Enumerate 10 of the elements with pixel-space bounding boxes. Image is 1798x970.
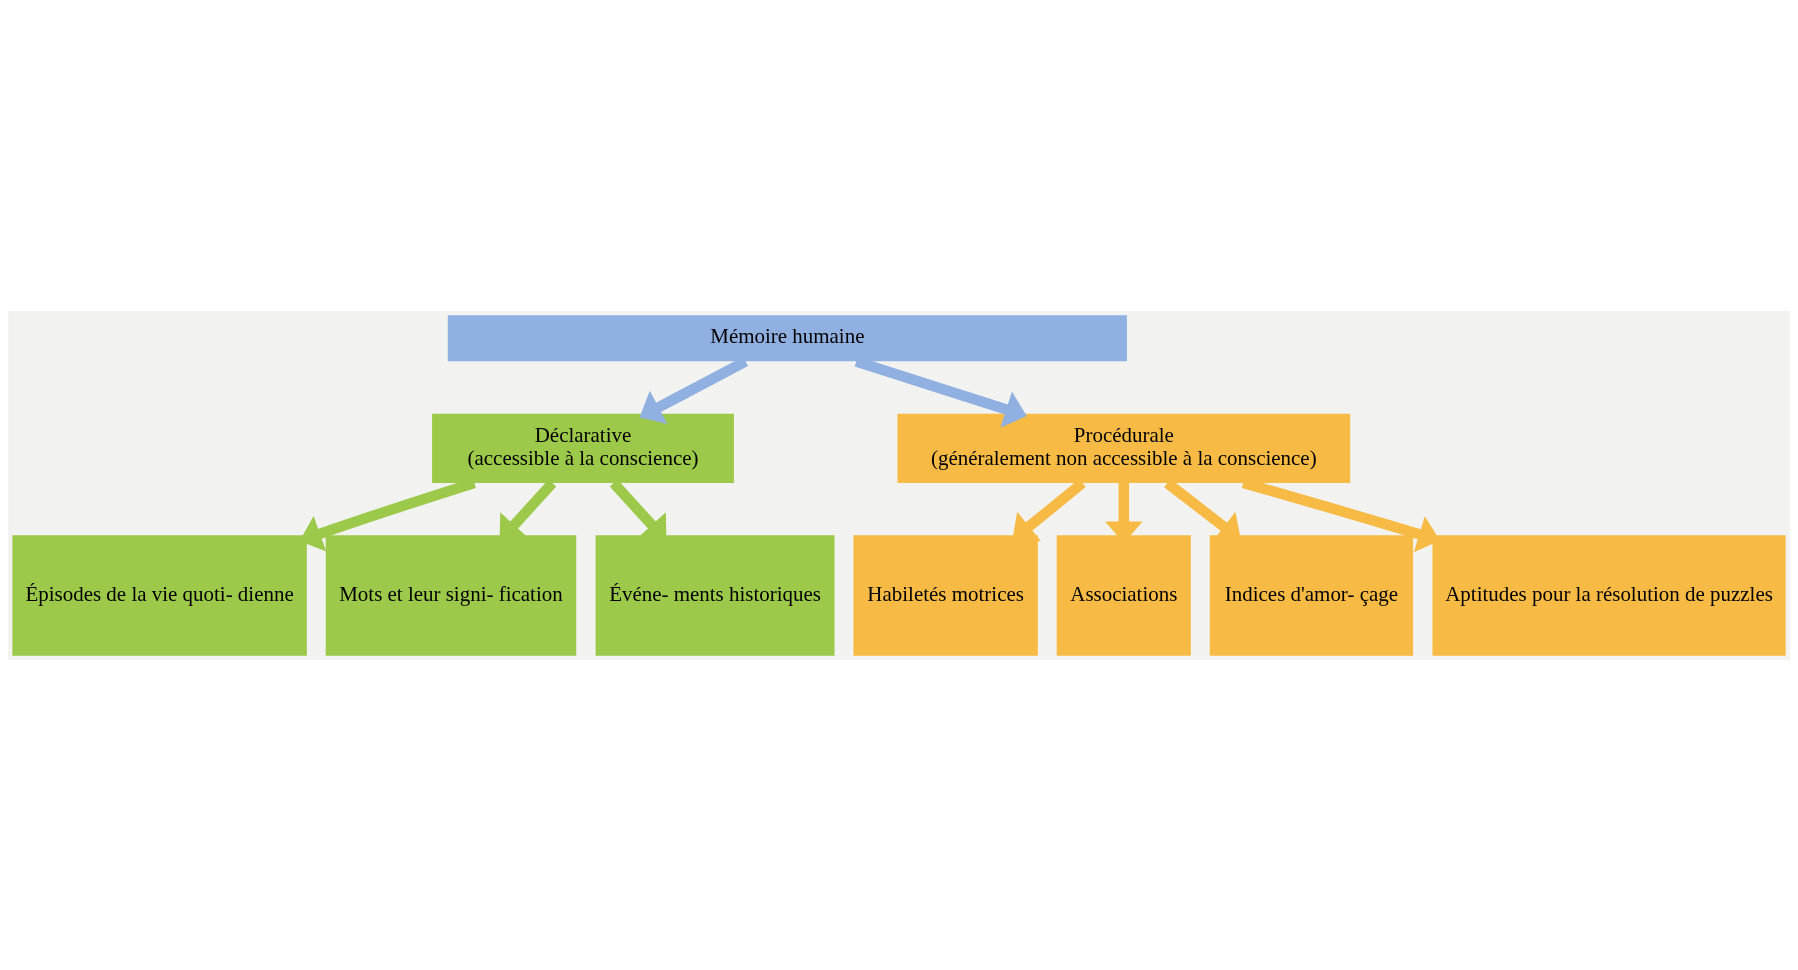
node-box: Procédurale (généralement non accessible à la conscience) (897, 413, 1351, 483)
node-box: Aptitudes pour la résolution de puzzles (1432, 534, 1786, 656)
node-box: Indices d'amor- çage (1209, 534, 1414, 656)
node-box: Associations (1056, 534, 1191, 656)
node-box: Mémoire humaine (447, 314, 1127, 361)
node-box: Mots et leur signi- fication (325, 534, 577, 656)
node-box: Événe- ments historiques (595, 534, 835, 656)
node-box: Déclarative (accessible à la conscience) (432, 413, 734, 483)
node-box: Épisodes de la vie quoti- dienne (12, 534, 307, 656)
node-box: Habiletés motrices (853, 534, 1038, 656)
